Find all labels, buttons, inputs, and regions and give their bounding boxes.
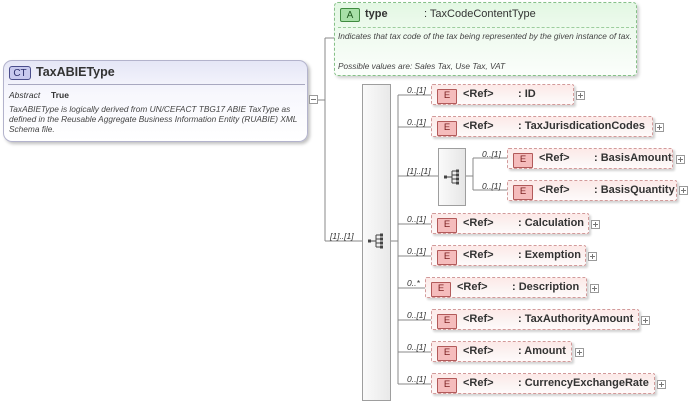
element-badge: E [437,346,457,361]
element-currencyexchangerate[interactable]: E <Ref> : CurrencyExchangeRate [431,373,655,394]
expand-toggle[interactable] [679,186,688,195]
element-cardinality: 0..[1] [407,246,426,256]
expand-toggle[interactable] [588,252,597,261]
complex-type-documentation: TaxABIEType is logically derived from UN… [9,104,298,134]
expand-toggle[interactable] [575,348,584,357]
element-exemption[interactable]: E <Ref> : Exemption [431,245,586,266]
element-cardinality: 0..[1] [407,310,426,320]
expand-toggle[interactable] [641,316,650,325]
element-amount[interactable]: E <Ref> : Amount [431,341,572,362]
element-ref: <Ref> [463,88,494,100]
attribute-possible-values: Possible values are: Sales Tax, Use Tax,… [338,61,506,71]
element-badge: E [431,282,451,297]
choice-icon [444,169,459,185]
element-badge: E [513,153,533,168]
element-badge: E [437,250,457,265]
attribute-type: : TaxCodeContentType [424,8,536,20]
element-ref: <Ref> [463,313,494,325]
element-ref: <Ref> [539,184,570,196]
element-name: : CurrencyExchangeRate [518,377,649,389]
element-id[interactable]: E <Ref> : ID [431,84,574,105]
element-ref: <Ref> [539,152,570,164]
element-name: : Exemption [518,249,581,261]
expand-toggle[interactable] [657,380,666,389]
element-description[interactable]: E <Ref> : Description [425,277,587,298]
element-cardinality: 0..[1] [407,374,426,384]
element-name: : TaxJurisdicationCodes [518,120,645,132]
divider [338,27,634,28]
sequence-icon [368,233,383,249]
abstract-label: Abstract [9,90,41,100]
attribute-name: type [365,8,388,20]
expand-toggle[interactable] [676,155,685,164]
element-ref: <Ref> [463,120,494,132]
element-badge: E [513,185,533,200]
element-calculation[interactable]: E <Ref> : Calculation [431,213,589,234]
element-ref: <Ref> [463,345,494,357]
element-badge: E [437,314,457,329]
element-ref: <Ref> [463,249,494,261]
abstract-value: True [51,90,69,100]
element-badge: E [437,378,457,393]
element-name: : BasisQuantity [594,184,675,196]
expand-toggle[interactable] [655,123,664,132]
attribute-box[interactable]: A type : TaxCodeContentType Indicates th… [334,2,637,76]
sequence-cardinality: [1]..[1] [330,231,354,241]
divider [8,84,305,85]
complex-type-box[interactable]: CT TaxABIEType Abstract True TaxABIEType… [3,60,308,142]
element-basisquantity[interactable]: E <Ref> : BasisQuantity [507,180,677,201]
element-badge: E [437,89,457,104]
choice-compositor[interactable] [438,148,466,206]
complex-type-badge: CT [9,66,31,80]
element-ref: <Ref> [457,281,488,293]
element-cardinality: 0..[1] [407,85,426,95]
element-badge: E [437,218,457,233]
element-ref: <Ref> [463,217,494,229]
element-basisamount[interactable]: E <Ref> : BasisAmount [507,148,673,169]
element-cardinality: 0..[1] [482,181,501,191]
complex-type-name: TaxABIEType [36,65,115,79]
element-name: : Amount [518,345,566,357]
element-taxauthorityamount[interactable]: E <Ref> : TaxAuthorityAmount [431,309,639,330]
element-cardinality: 0..[1] [407,117,426,127]
element-name: : BasisAmount [594,152,672,164]
choice-cardinality: [1]..[1] [407,166,431,176]
element-taxjurisdicationcodes[interactable]: E <Ref> : TaxJurisdicationCodes [431,116,653,137]
element-badge: E [437,121,457,136]
element-name: : Description [512,281,580,293]
element-ref: <Ref> [463,377,494,389]
attribute-documentation: Indicates that tax code of the tax being… [338,31,632,41]
element-name: : TaxAuthorityAmount [518,313,634,325]
expand-toggle[interactable] [591,220,600,229]
element-cardinality: 0..[1] [407,214,426,224]
collapse-toggle[interactable] [309,95,318,104]
element-cardinality: 0..* [407,278,420,288]
element-cardinality: 0..[1] [407,342,426,352]
element-name: : ID [518,88,536,100]
element-name: : Calculation [518,217,585,229]
attribute-badge: A [340,8,360,22]
expand-toggle[interactable] [590,284,599,293]
element-cardinality: 0..[1] [482,149,501,159]
expand-toggle[interactable] [576,91,585,100]
sequence-compositor[interactable] [362,84,391,401]
